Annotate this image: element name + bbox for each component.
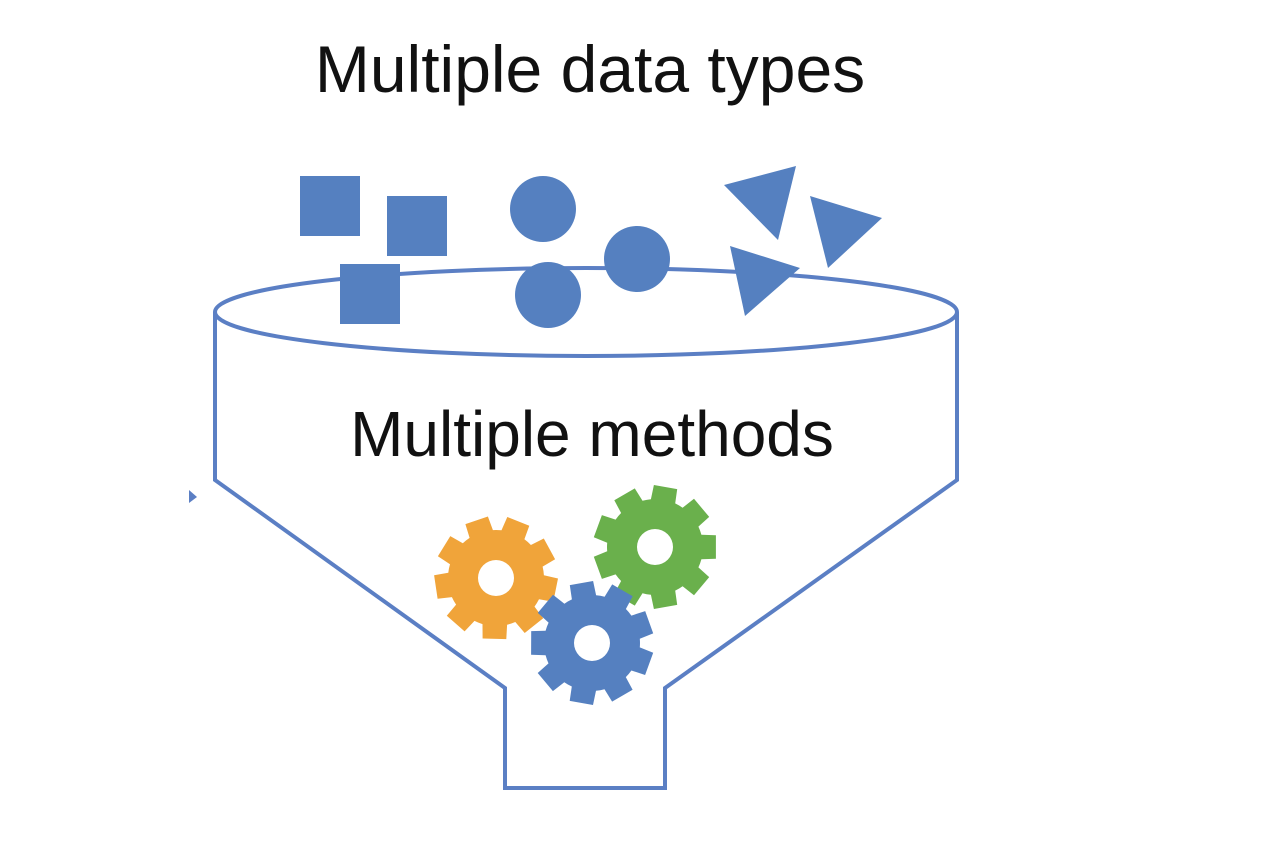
square-shapes <box>300 176 447 324</box>
edge-mark <box>189 490 197 503</box>
triangle-icon <box>730 246 800 316</box>
funnel-rim <box>213 266 959 358</box>
square-icon <box>387 196 447 256</box>
square-icon <box>340 264 400 324</box>
gear-shape <box>434 516 558 640</box>
funnel <box>213 266 959 790</box>
circle-icon <box>510 176 576 242</box>
orange-gear-icon <box>434 516 558 640</box>
circle-icon <box>515 262 581 328</box>
square-icon <box>300 176 360 236</box>
gear-shape <box>593 485 716 609</box>
funnel-outline <box>213 312 959 790</box>
gear-shape <box>531 581 654 705</box>
blue-gear-icon <box>531 581 654 705</box>
circle-icon <box>604 226 670 292</box>
triangle-icon <box>810 196 882 268</box>
funnel-label: Multiple methods <box>350 398 834 470</box>
diagram-title: Multiple data types <box>315 32 865 106</box>
triangle-shapes <box>724 166 882 316</box>
green-gear-icon <box>593 485 716 609</box>
circle-shapes <box>510 176 670 328</box>
triangle-icon <box>724 166 796 240</box>
